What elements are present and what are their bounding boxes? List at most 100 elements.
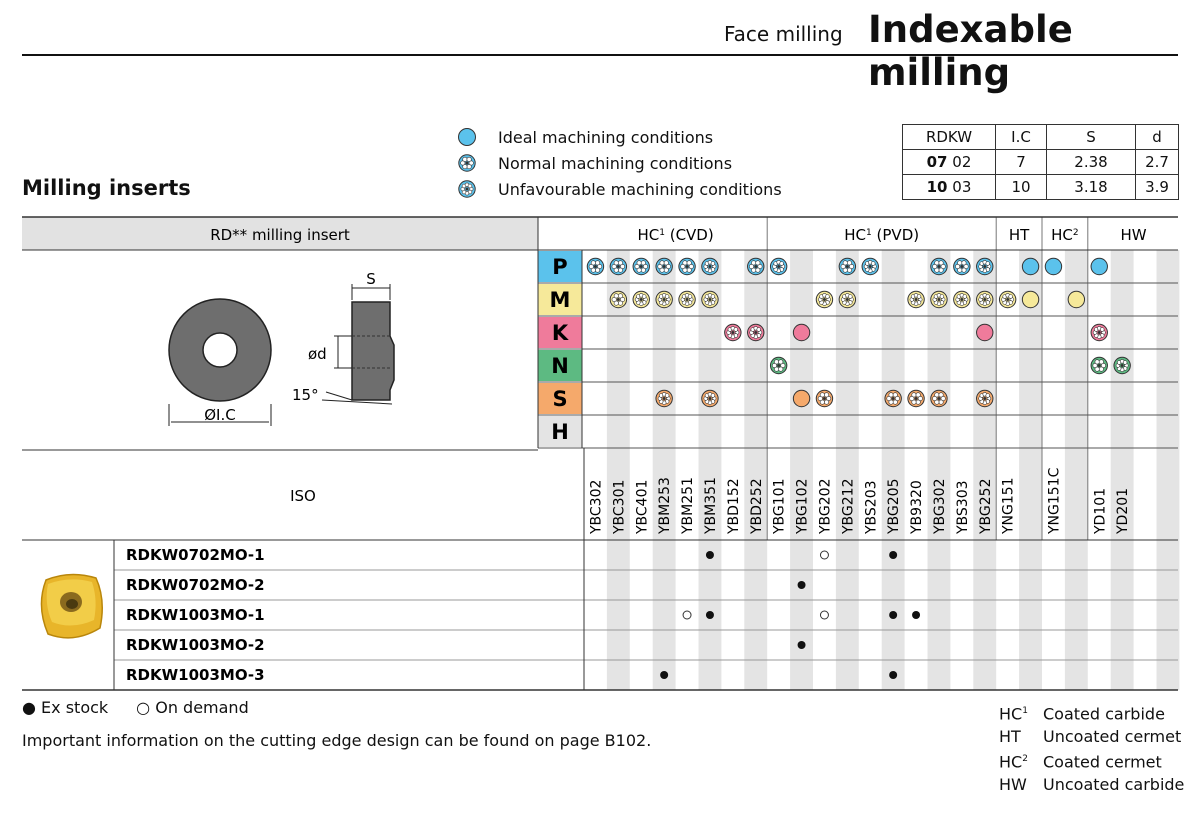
unfavourable-condition-icon <box>747 323 765 342</box>
material-cell-bg <box>538 350 582 381</box>
on-demand-legend: ○ On demand <box>136 698 249 717</box>
unfavourable-condition-icon <box>655 290 673 309</box>
grade-column-shade <box>652 250 676 690</box>
product-label: RD** milling insert <box>210 226 350 244</box>
normal-condition-icon <box>458 154 476 172</box>
material-letter: P <box>552 255 567 279</box>
material-letter: S <box>552 387 567 411</box>
grade-group-label: HC1 (PVD) <box>844 226 919 244</box>
unfavourable-condition-icon <box>930 290 948 309</box>
grade-name: YBM351 <box>703 477 719 535</box>
on-demand-mark <box>819 550 829 560</box>
grade-name: YBM253 <box>657 477 673 535</box>
unfavourable-condition-icon <box>976 389 994 408</box>
material-cell-bg <box>538 383 582 414</box>
footer-info: Important information on the cutting edg… <box>22 731 652 750</box>
ex-stock-legend: ● Ex stock <box>22 698 109 717</box>
spec-row: 07 02 7 2.38 2.7 <box>902 149 1179 175</box>
grade-name: YBG101 <box>772 479 788 535</box>
iso-label: ISO <box>290 487 316 505</box>
grade-group-label: HC2 <box>1051 226 1079 244</box>
grade-column-shade <box>606 250 630 690</box>
unfavourable-condition-icon <box>976 257 994 276</box>
product-header-bg <box>22 217 538 250</box>
normal-condition-icon <box>609 290 628 309</box>
grade-column-shade <box>881 250 905 690</box>
unfavourable-condition-icon <box>953 290 971 309</box>
normal-condition-icon <box>907 389 925 408</box>
unfavourable-condition-icon <box>815 290 834 309</box>
spec-ic: 10 <box>995 174 1047 200</box>
grade-column-shade <box>1064 250 1088 690</box>
ex-stock-mark <box>797 581 806 589</box>
angle-line <box>321 399 393 405</box>
normal-condition-icon <box>930 389 948 408</box>
normal-condition-icon <box>747 257 765 276</box>
insert-photo <box>40 573 103 639</box>
grade-column-shade <box>835 250 859 690</box>
insert-side-view <box>351 301 395 401</box>
ex-stock-mark <box>889 671 898 679</box>
size-spec-table: RDKW I.C S d 07 02 7 2.38 2.7 10 03 10 3… <box>902 124 1179 200</box>
grade-group-label: HC1 (CVD) <box>637 226 713 244</box>
ideal-condition-icon <box>792 389 811 408</box>
ex-stock-mark <box>889 551 898 559</box>
ideal-condition-icon <box>1044 257 1063 276</box>
article-code: RDKW1003MO-3 <box>126 666 265 684</box>
grade-name: YBG205 <box>886 479 902 535</box>
material-cell-bg <box>538 416 582 447</box>
unfavourable-condition-icon <box>838 290 857 309</box>
page-title: Indexable milling <box>868 8 1073 94</box>
normal-condition-icon <box>1090 356 1108 375</box>
material-letter: M <box>550 288 571 312</box>
grade-column-shade <box>973 250 997 690</box>
article-code: RDKW1003MO-2 <box>126 636 265 654</box>
normal-condition-icon <box>586 257 605 276</box>
normal-condition-icon <box>884 389 902 408</box>
ideal-condition-icon <box>792 323 811 342</box>
grade-name: YBM251 <box>680 477 696 535</box>
ideal-condition-icon <box>458 128 476 146</box>
on-demand-mark <box>819 610 829 620</box>
header-subtitle: Face milling <box>724 22 843 46</box>
article-code: RDKW0702MO-2 <box>126 576 265 594</box>
angle-line <box>325 391 353 401</box>
ideal-condition-icon <box>1021 257 1040 276</box>
grade-name: YBG252 <box>978 479 994 535</box>
grade-name: YD201 <box>1115 488 1131 535</box>
normal-condition-icon <box>930 257 948 276</box>
spec-header-ic: I.C <box>995 124 1047 150</box>
unfavourable-condition-icon <box>1090 323 1108 342</box>
on-demand-mark <box>682 610 692 620</box>
grade-group-label: HW <box>1121 226 1147 244</box>
grade-name: YBS303 <box>955 480 971 535</box>
grade-name: YD101 <box>1092 488 1108 535</box>
ex-stock-mark <box>660 671 669 679</box>
normal-condition-icon <box>609 257 628 276</box>
section-title: Milling inserts <box>22 176 191 200</box>
spec-row: 10 03 10 3.18 3.9 <box>902 174 1179 200</box>
material-cell-bg <box>538 317 582 348</box>
ex-stock-mark <box>705 611 714 619</box>
unfavourable-condition-icon <box>998 290 1017 309</box>
material-cell-bg <box>538 251 582 282</box>
grade-name: YNG151 <box>1001 477 1017 535</box>
grade-name: YBC301 <box>611 480 627 535</box>
grade-column-shade <box>698 250 722 690</box>
ideal-condition-icon <box>1090 257 1108 276</box>
grade-name: YNG151C <box>1046 467 1062 535</box>
unfavourable-condition-icon <box>678 290 696 309</box>
d-label: ød <box>308 345 327 363</box>
material-cell-bg <box>538 284 582 315</box>
ideal-condition-icon <box>1067 290 1086 309</box>
unfavourable-condition-icon <box>976 290 994 309</box>
grade-name: YBG102 <box>795 479 811 535</box>
grade-column-shade <box>744 250 768 690</box>
grade-name: YBG212 <box>840 479 856 535</box>
